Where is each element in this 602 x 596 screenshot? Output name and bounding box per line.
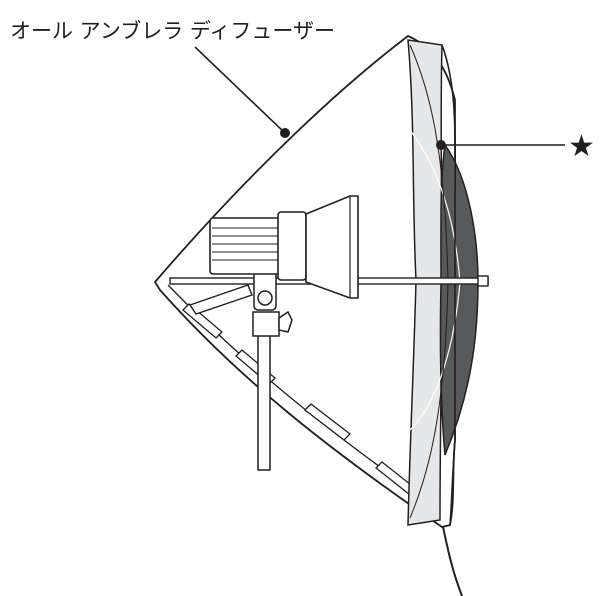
power-cable (442, 526, 463, 596)
strobe-body-ribs (212, 227, 280, 261)
stand-clamp (252, 311, 280, 337)
star-callout-label: ★ (568, 129, 595, 164)
adapter-hole (257, 290, 273, 306)
umbrella-shaft-tip (477, 275, 489, 287)
locking-knob (278, 310, 293, 333)
diffuser-leader-dot (280, 128, 290, 138)
strobe-collar (277, 211, 307, 281)
diffuser-right-seam (441, 44, 457, 526)
umbrella-fabric-dark (439, 143, 479, 456)
umbrella-holder-bracket (188, 284, 253, 315)
strobe-body (209, 217, 283, 275)
diffuser-callout-label: オール アンブレラ ディフューザー (10, 19, 335, 43)
diffuser-leader-line (194, 46, 286, 134)
umbrella-rib-lines (409, 44, 449, 519)
light-stand-pole (257, 334, 271, 471)
umbrella-ribs (409, 129, 461, 431)
star-leader-dot (436, 140, 446, 150)
